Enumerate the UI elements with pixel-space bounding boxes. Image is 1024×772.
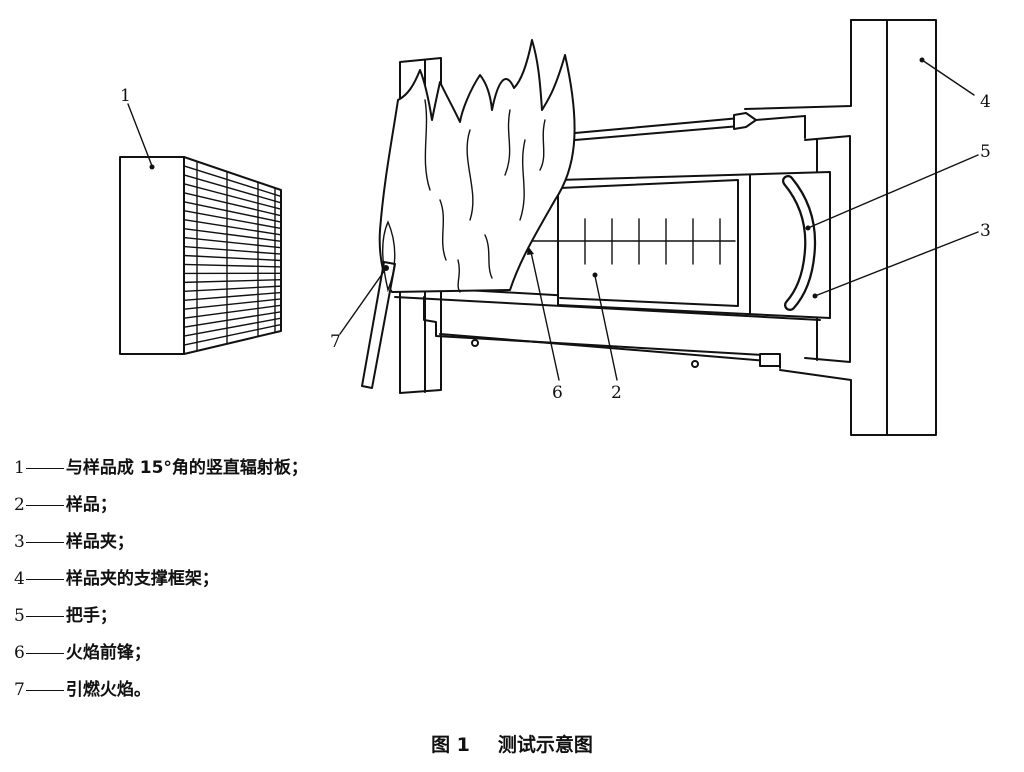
pilot-burner xyxy=(361,220,396,389)
legend-item-5: 5 把手； xyxy=(14,604,308,641)
legend-dash xyxy=(25,615,64,617)
legend-item-6: 6 火焰前锋； xyxy=(14,641,308,678)
legend-text: 样品； xyxy=(65,495,117,515)
panel-grid-line xyxy=(183,183,282,210)
legend-item-1: 1 与样品成 15°角的竖直辐射板； xyxy=(14,456,308,493)
legend-text: 与样品成 15°角的竖直辐射板； xyxy=(65,458,308,478)
legend-dash xyxy=(25,541,64,543)
legend-item-3: 3 样品夹； xyxy=(14,530,308,567)
legend-key: 2 xyxy=(14,495,25,515)
legend-key: 1 xyxy=(14,458,25,478)
panel-grid-line xyxy=(183,254,282,262)
panel-grid-line xyxy=(183,218,282,236)
callout-1: 1 xyxy=(120,86,131,106)
legend-dash xyxy=(25,689,64,691)
legend-key: 6 xyxy=(14,643,25,663)
panel-grid-line xyxy=(183,304,282,319)
panel-grid-line xyxy=(183,263,282,268)
panel-grid-line xyxy=(183,291,282,301)
panel-grid-line xyxy=(183,317,282,337)
panel-grid-line xyxy=(183,285,282,293)
panel-grid-line xyxy=(183,201,282,223)
test-setup-diagram: 1 2 3 4 5 6 7 xyxy=(119,19,991,436)
legend-key: 7 xyxy=(14,680,25,700)
callout-7: 7 xyxy=(330,332,341,352)
legend-key: 3 xyxy=(14,532,25,552)
panel-grid-line xyxy=(183,174,282,204)
legend-item-7: 7 引燃火焰。 xyxy=(14,678,308,715)
panel-grid-line xyxy=(183,323,282,346)
figure-number: 图 1 xyxy=(431,734,470,756)
callout-3: 3 xyxy=(980,221,991,241)
legend-dash xyxy=(25,652,64,654)
panel-grid-line xyxy=(183,311,282,328)
legend-item-4: 4 样品夹的支撑框架； xyxy=(14,567,308,604)
legend-dash xyxy=(25,504,64,506)
legend-text: 样品夹的支撑框架； xyxy=(65,569,219,589)
upper-guide-rod xyxy=(574,112,806,141)
legend-text: 引燃火焰。 xyxy=(65,680,151,700)
legend-key: 5 xyxy=(14,606,25,626)
panel-grid-line xyxy=(183,165,282,198)
legend-item-2: 2 样品； xyxy=(14,493,308,530)
legend-dash xyxy=(25,467,64,469)
callout-2: 2 xyxy=(611,383,622,403)
callout-6: 6 xyxy=(552,383,563,403)
callout-5: 5 xyxy=(980,142,991,162)
figure-title: 测试示意图 xyxy=(497,734,593,756)
legend-text: 把手； xyxy=(65,606,117,626)
panel-grid-line xyxy=(183,227,282,242)
figure-caption: 图 1 测试示意图 xyxy=(0,730,1024,757)
panel-grid-line xyxy=(183,192,282,217)
legend-dash xyxy=(25,578,64,580)
legend-text: 样品夹； xyxy=(65,532,134,552)
callout-leaders xyxy=(127,57,979,381)
flame xyxy=(378,39,576,293)
panel-grid-line xyxy=(183,236,282,249)
panel-grid-line xyxy=(183,245,282,255)
radiant-panel xyxy=(119,156,282,355)
panel-grid-line xyxy=(183,210,282,230)
specimen-scale xyxy=(524,218,736,265)
handle xyxy=(782,175,817,311)
legend-text: 火焰前锋； xyxy=(65,643,151,663)
callout-4: 4 xyxy=(980,92,991,112)
legend-key: 4 xyxy=(14,569,25,589)
panel-grid-line xyxy=(183,298,282,310)
panel-grid-line xyxy=(183,279,282,284)
